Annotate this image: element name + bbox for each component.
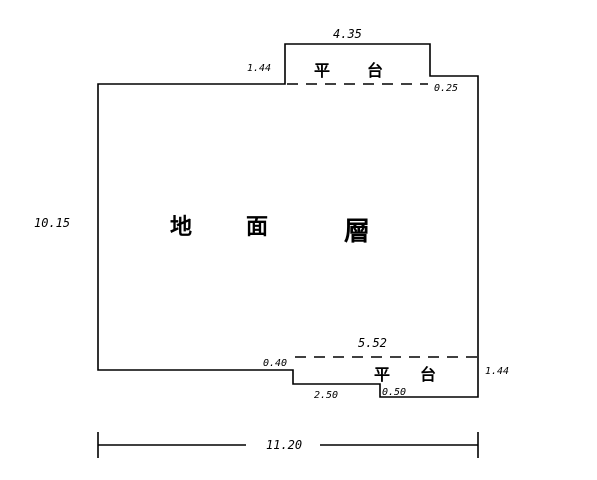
bottom-balcony-step-label: 0.40 <box>263 358 287 369</box>
top-balcony-name-char: 平 <box>314 61 330 80</box>
top-balcony-name-char: 台 <box>367 61 383 80</box>
bottom-balcony-width-label: 5.52 <box>358 336 387 350</box>
bottom-balcony-name-char: 台 <box>420 365 436 384</box>
main-room-height-label: 10.15 <box>34 216 70 230</box>
overall-width-dimension <box>97 432 479 458</box>
bottom-balcony-depth-label: 1.44 <box>485 366 509 377</box>
top-balcony-offset-label: 0.25 <box>434 83 458 94</box>
main-room-name-char: 地 <box>170 215 192 240</box>
main-room-name-char: 層 <box>344 217 370 247</box>
top-balcony-width-label: 4.35 <box>333 27 362 41</box>
bottom-balcony-inner-width-label: 2.50 <box>314 390 338 401</box>
overall-width-label: 11.20 <box>266 438 302 452</box>
bottom-balcony-notch-label: 0.50 <box>382 387 406 398</box>
top-balcony-depth-label: 1.44 <box>247 63 271 74</box>
main-room-name-char: 面 <box>246 215 268 240</box>
main-room-outline <box>97 43 479 398</box>
bottom-balcony-name-char: 平 <box>374 365 390 384</box>
